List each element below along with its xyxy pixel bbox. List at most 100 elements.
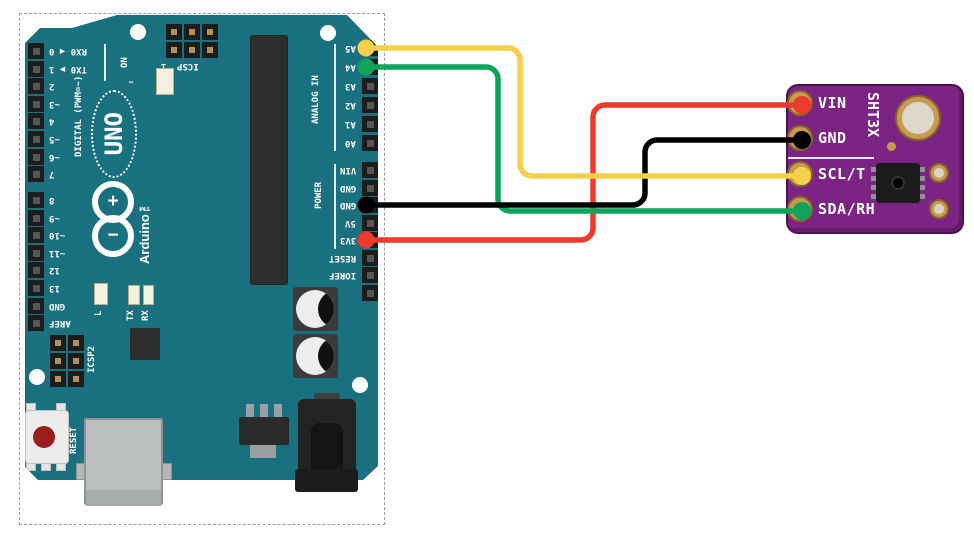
pin-a0[interactable] (362, 135, 378, 151)
pin-d3[interactable] (28, 96, 44, 112)
ic-pin (919, 176, 925, 181)
sensor-pin-label-sda: SDA/RH (818, 200, 876, 218)
arduino-selection-box (19, 13, 385, 525)
icsp-pin[interactable] (202, 24, 218, 40)
icsp2-pin[interactable] (68, 371, 84, 387)
led-l (94, 283, 108, 305)
gold-via (887, 142, 896, 151)
pin-d4[interactable] (28, 113, 44, 129)
icsp2-pin[interactable] (50, 335, 66, 351)
pin-5v[interactable] (362, 215, 378, 231)
ic-pin (871, 194, 877, 199)
silk-divider (788, 157, 874, 159)
wire-end-green-sensor[interactable] (793, 202, 811, 220)
wire-end-yellow-sensor[interactable] (793, 167, 811, 185)
mounting-hole (29, 369, 45, 385)
wire-end-red-sensor[interactable] (793, 96, 811, 114)
pin-d11[interactable] (28, 245, 44, 261)
barrel-jack-nub (314, 393, 340, 402)
regulator-leg (274, 404, 282, 419)
led-tx (128, 285, 140, 305)
silk-divider (334, 164, 336, 249)
led-rx (143, 285, 154, 305)
usb-connector-lip (86, 490, 161, 506)
pin-d9[interactable] (28, 210, 44, 226)
mounting-hole (320, 25, 336, 41)
ic-pin (871, 167, 877, 172)
ic-pin (871, 185, 877, 190)
reset-button[interactable] (25, 410, 69, 464)
capacitor (293, 334, 338, 378)
pin-a3[interactable] (362, 78, 378, 94)
wire-end-green-arduino[interactable] (357, 58, 375, 76)
icsp-pin[interactable] (166, 24, 182, 40)
silk-divider (104, 44, 106, 81)
mounting-hole (352, 377, 368, 393)
icsp-pin[interactable] (202, 42, 218, 58)
pin-d7[interactable] (28, 166, 44, 182)
wire-red-3v3-to-vin[interactable] (363, 102, 805, 243)
voltage-regulator (239, 417, 289, 445)
sensor-small-pad (929, 199, 949, 219)
icsp-pin[interactable] (166, 42, 182, 58)
icsp2-pin[interactable] (68, 353, 84, 369)
wire-end-yellow-arduino[interactable] (357, 39, 375, 57)
pin-d2[interactable] (28, 78, 44, 94)
icsp2-pin[interactable] (50, 371, 66, 387)
icsp2-pin[interactable] (50, 353, 66, 369)
wire-yellow-a5-to-scl[interactable] (363, 45, 805, 179)
pin-d0[interactable] (28, 43, 44, 59)
pin-d5[interactable] (28, 131, 44, 147)
regulator-leg (246, 404, 254, 419)
wire-green-a4-to-sda[interactable] (363, 64, 805, 214)
pin-vin[interactable] (362, 162, 378, 178)
sht3x-chip (876, 163, 920, 203)
icsp-pin[interactable] (184, 24, 200, 40)
plus-sign: + (107, 191, 119, 212)
sensor-small-pad (929, 163, 949, 183)
barrel-jack-flange (295, 469, 358, 492)
wire-black-gnd-to-gnd[interactable] (363, 137, 805, 208)
pin-gnd1[interactable] (362, 180, 378, 196)
sht3x-sensor-board[interactable]: VIN GND SCL/T SDA/RH SHT3X (787, 86, 962, 232)
silk-divider (334, 44, 336, 151)
pin-d12[interactable] (28, 262, 44, 278)
barrel-jack (298, 399, 356, 476)
reset-button-cap[interactable] (33, 426, 55, 448)
power-led (156, 68, 174, 95)
pin-a1[interactable] (362, 116, 378, 132)
pin-d13[interactable] (28, 280, 44, 296)
regulator-leg (260, 404, 268, 419)
wire-end-red-arduino[interactable] (357, 231, 375, 249)
ic-pin (919, 185, 925, 190)
sensor-pin-label-vin: VIN (818, 94, 847, 112)
pin-reserved[interactable] (362, 285, 378, 301)
pin-d6[interactable] (28, 149, 44, 165)
mounting-hole (130, 24, 146, 40)
sensor-mounting-hole (895, 95, 941, 141)
atmega-chip (250, 35, 288, 285)
uno-logo-oval: UNO (91, 90, 137, 178)
pin-d8[interactable] (28, 192, 44, 208)
regulator-tab (250, 445, 276, 458)
pin-gnd-digital[interactable] (28, 298, 44, 314)
pin-d1[interactable] (28, 61, 44, 77)
sensor-pin-label-gnd: GND (818, 129, 847, 147)
sensor-pin-label-scl: SCL/T (818, 165, 866, 183)
minus-sign: − (107, 225, 119, 246)
icsp-pin[interactable] (184, 42, 200, 58)
infinity-logo-minus-circle: − (92, 215, 134, 257)
wire-end-black-arduino[interactable] (357, 196, 375, 214)
pin-d10[interactable] (28, 227, 44, 243)
pin-a2[interactable] (362, 97, 378, 113)
pin-ioref[interactable] (362, 267, 378, 283)
pin-aref[interactable] (28, 315, 44, 331)
wire-end-black-sensor[interactable] (793, 131, 811, 149)
ic-pin (871, 176, 877, 181)
pin-reset[interactable] (362, 250, 378, 266)
usb-interface-chip (130, 328, 160, 360)
sensor-name-label: SHT3X (864, 92, 882, 138)
icsp2-pin[interactable] (68, 335, 84, 351)
